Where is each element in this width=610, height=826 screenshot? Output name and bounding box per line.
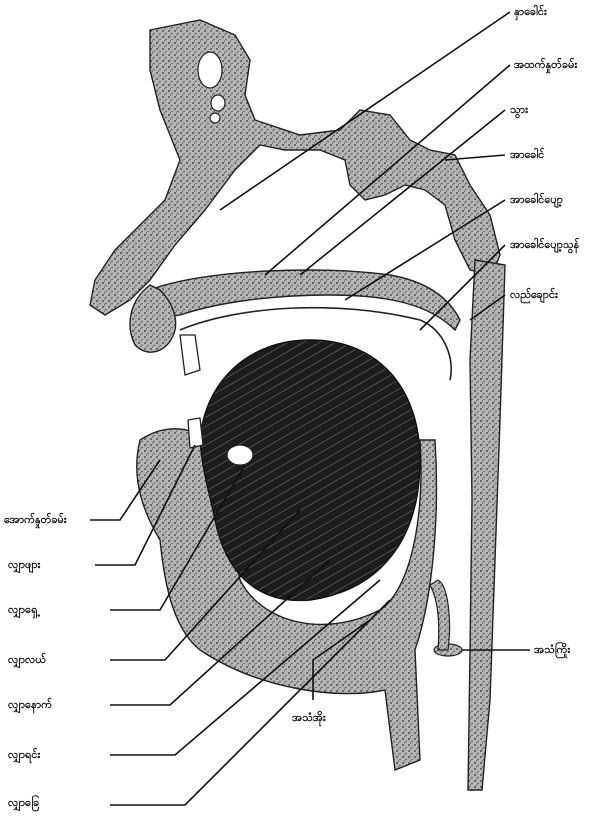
lower-teeth [188, 418, 203, 448]
label-nasal-cavity: နှာခေါင်း [514, 6, 547, 17]
label-tongue-middle: လျှာလယ် [8, 654, 46, 665]
pharynx-wall [468, 260, 505, 790]
sinus-3 [210, 113, 220, 123]
label-teeth: သွား [510, 104, 528, 115]
label-upper-lip: အထက်နှုတ်ခမ်း [514, 59, 577, 70]
sinus-1 [198, 52, 222, 88]
label-tongue-tip: လျှာဖျား [8, 559, 40, 570]
label-soft-palate: အာခေါင်ပျော့ [510, 194, 563, 205]
label-tongue-root: လျှာရင်း [8, 749, 40, 760]
label-lower-lip: အောက်နှုတ်ခမ်း [4, 514, 67, 525]
epiglottis [430, 580, 450, 650]
label-uvula: အာခေါင်ပျော့သွန် [510, 239, 579, 250]
label-tongue-blade: လျှာရှေ့ [8, 604, 38, 615]
label-tongue-back: လျှာနောက် [8, 699, 52, 710]
upper-teeth [180, 335, 200, 375]
palate-band [150, 270, 460, 330]
label-larynx: အသံအိုး [292, 712, 326, 723]
sinus-2 [211, 95, 225, 111]
label-hard-palate: အာခေါင် [510, 149, 544, 160]
mouth-opening [227, 445, 253, 465]
tongue [200, 340, 420, 600]
label-pharynx: လည်ချောင်း [510, 289, 558, 300]
label-vocal-cords: အသံကြိုး [534, 644, 570, 655]
label-tongue-base: လျှာခြေ [8, 797, 39, 808]
